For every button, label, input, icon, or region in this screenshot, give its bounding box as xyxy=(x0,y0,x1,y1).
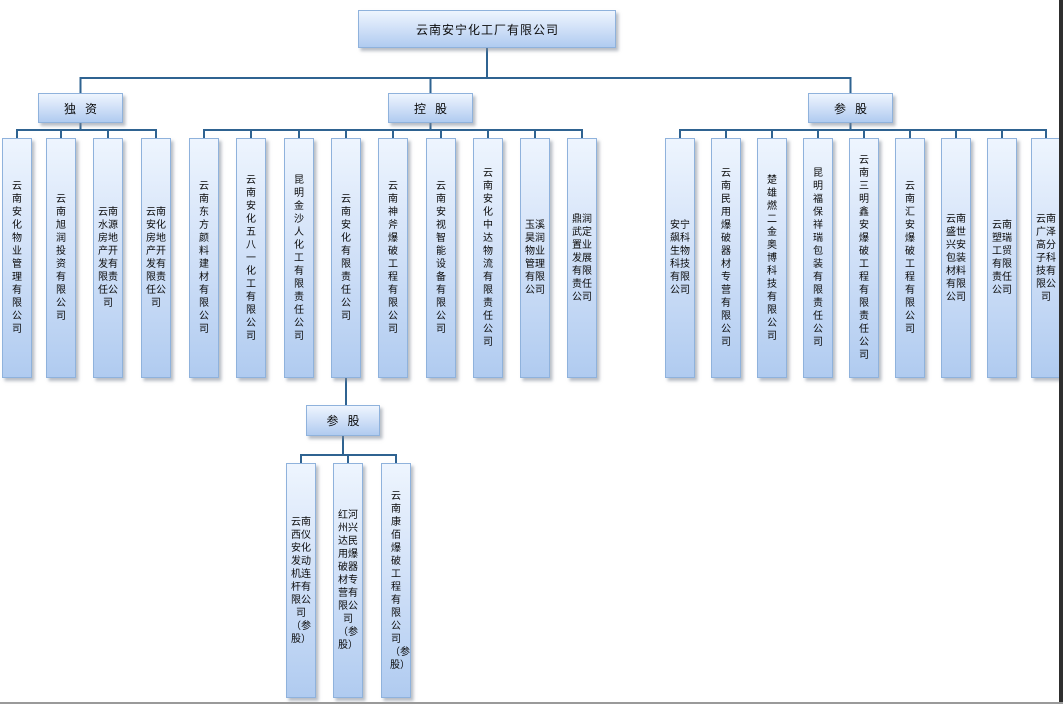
company-name: 云南安化有限责任公司 xyxy=(341,194,351,322)
company-box: 云南广泽高分子科技有限公司 xyxy=(1031,138,1061,378)
company-name: 云南安化中达物流有限责任公司 xyxy=(483,168,493,348)
company-box: 云南东方颜料建材有限公司 xyxy=(189,138,219,378)
company-box: 玉溪昊润物业管理有限公司 xyxy=(520,138,550,378)
company-name: 云南汇安爆破工程有限公司 xyxy=(905,181,915,335)
window-right-border xyxy=(1059,0,1063,703)
company-box: 云南安化五八一化工有限公司 xyxy=(236,138,266,378)
branch-label-0-label: 独资 xyxy=(63,101,106,116)
org-root-box: 云南安宁化工厂有限公司 xyxy=(358,10,616,48)
company-name: 玉溪昊润物业管理有限公司 xyxy=(525,220,545,296)
company-box: 云南三明鑫安爆破工程有限责任公司 xyxy=(849,138,879,378)
company-box: 鼎润武定置业发展有限责任公司 xyxy=(567,138,597,378)
branch-label-2: 参股 xyxy=(808,93,893,123)
window-bottom-border xyxy=(0,702,1063,704)
branch-label-1: 控股 xyxy=(388,93,473,123)
company-name: 云南东方颜料建材有限公司 xyxy=(199,181,209,335)
company-box: 云南盛世兴安包装材料有限公司 xyxy=(941,138,971,378)
company-box: 云南安化房地产开发有限责任公司 xyxy=(141,138,171,378)
company-box: 安宁飙科生物科技有限公司 xyxy=(665,138,695,378)
branch-label-2-label: 参股 xyxy=(833,101,876,116)
company-box: 云南安化物业管理有限公司 xyxy=(2,138,32,378)
company-name: 云南康佰爆破工程有限公司（参股） xyxy=(390,490,410,671)
company-name: 云南安化五八一化工有限公司 xyxy=(246,174,256,342)
company-box: 红河州兴达民用爆破器材专营有限公司（参股） xyxy=(333,463,363,698)
company-name: 云南旭润投资有限公司 xyxy=(56,194,66,322)
company-name: 昆明金沙人化工有限责任公司 xyxy=(294,174,304,342)
company-name: 云南三明鑫安爆破工程有限责任公司 xyxy=(859,155,869,361)
company-box: 云南民用爆破器材专营有限公司 xyxy=(711,138,741,378)
company-box: 云南安化中达物流有限责任公司 xyxy=(473,138,503,378)
company-box: 云南旭润投资有限公司 xyxy=(46,138,76,378)
company-name: 鼎润武定置业发展有限责任公司 xyxy=(572,213,592,303)
company-name: 云南西仪安化发动机连杆有限公司（参股） xyxy=(291,516,311,645)
company-box: 云南康佰爆破工程有限公司（参股） xyxy=(381,463,411,698)
company-name: 云南盛世兴安包装材料有限公司 xyxy=(946,213,966,303)
branch-label-1-label: 控股 xyxy=(413,101,456,116)
company-name: 云南水源房地产开发有限责任公司 xyxy=(98,207,118,309)
org-root-box-label: 云南安宁化工厂有限公司 xyxy=(415,22,559,37)
company-name: 楚雄燃二金奥博科技有限公司 xyxy=(767,174,777,342)
company-box: 昆明福保祥瑞包装有限责任公司 xyxy=(803,138,833,378)
company-name: 云南安化房地产开发有限责任公司 xyxy=(146,207,166,309)
company-name: 云南民用爆破器材专营有限公司 xyxy=(721,168,731,348)
company-name: 红河州兴达民用爆破器材专营有限公司（参股） xyxy=(338,510,358,651)
branch-label-0: 独资 xyxy=(38,93,123,123)
sub-branch-label: 参股 xyxy=(306,405,380,436)
company-name: 云南安视智能设备有限公司 xyxy=(436,181,446,335)
company-box: 楚雄燃二金奥博科技有限公司 xyxy=(757,138,787,378)
company-name: 云南安化物业管理有限公司 xyxy=(12,181,22,335)
company-box: 云南安化有限责任公司 xyxy=(331,138,361,378)
company-name: 云南神斧爆破工程有限公司 xyxy=(388,181,398,335)
company-box: 云南安视智能设备有限公司 xyxy=(426,138,456,378)
company-box: 云南汇安爆破工程有限公司 xyxy=(895,138,925,378)
company-name: 云南塑瑞工贸有限责任公司 xyxy=(992,220,1012,296)
company-box: 昆明金沙人化工有限责任公司 xyxy=(284,138,314,378)
company-box: 云南塑瑞工贸有限责任公司 xyxy=(987,138,1017,378)
company-box: 云南西仪安化发动机连杆有限公司（参股） xyxy=(286,463,316,698)
company-name: 云南广泽高分子科技有限公司 xyxy=(1036,213,1056,303)
company-box: 云南神斧爆破工程有限公司 xyxy=(378,138,408,378)
company-name: 昆明福保祥瑞包装有限责任公司 xyxy=(813,168,823,348)
sub-branch-label-label: 参股 xyxy=(326,414,369,428)
company-box: 云南水源房地产开发有限责任公司 xyxy=(93,138,123,378)
company-name: 安宁飙科生物科技有限公司 xyxy=(670,220,690,296)
